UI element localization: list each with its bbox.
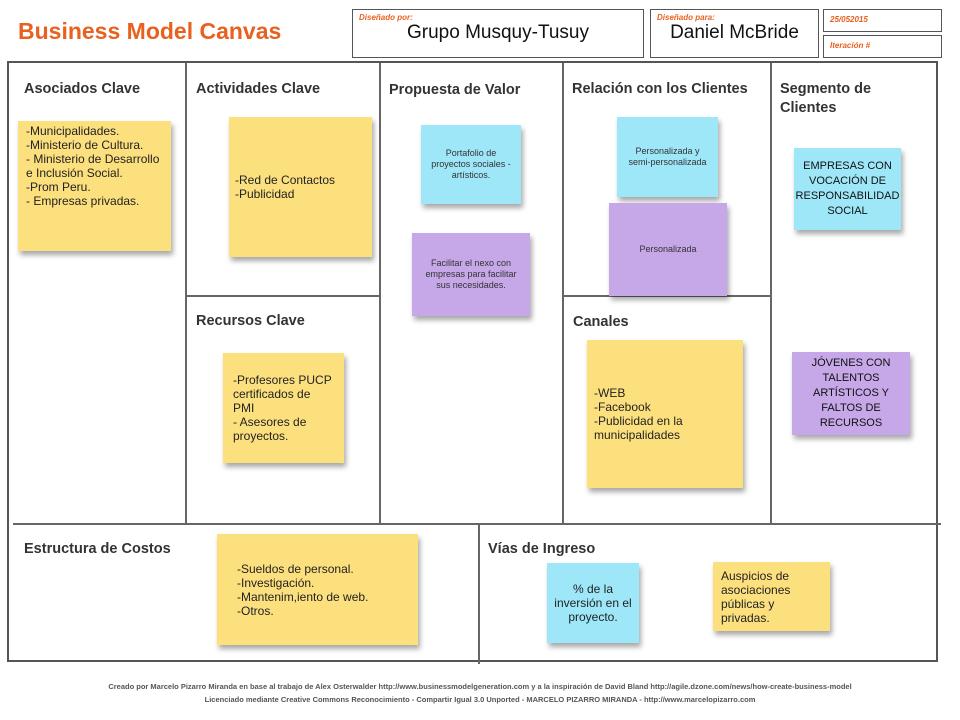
divider: [562, 63, 564, 524]
designed-for-value: Daniel McBride: [670, 22, 799, 43]
note-text: JÓVENES CON TALENTOS ARTÍSTICOS Y FALTOS…: [811, 357, 891, 429]
section-canales: Canales: [573, 314, 629, 330]
note-text: Personalizada: [639, 244, 697, 254]
footer-license: Licenciado mediante Creative Commons Rec…: [204, 695, 756, 704]
section-vias-ingreso: Vías de Ingreso: [488, 541, 596, 557]
divider: [563, 295, 771, 297]
sticky-note-ingresos-2[interactable]: Auspicios de asociaciones públicas y pri…: [713, 562, 830, 631]
divider: [185, 63, 187, 524]
section-actividades-clave: Actividades Clave: [196, 81, 321, 97]
sticky-note-segmento-2[interactable]: JÓVENES CON TALENTOS ARTÍSTICOS Y FALTOS…: [792, 352, 910, 435]
note-text: Facilitar el nexo con empresas para faci…: [425, 258, 517, 290]
designed-by-label: Diseñado por:: [359, 13, 413, 22]
section-segmento-clientes: Segmento de Clientes: [780, 81, 872, 116]
note-text: Auspicios de asociaciones públicas y pri…: [721, 568, 791, 625]
sticky-note-asociados[interactable]: -Municipalidades. -Ministerio de Cultura…: [18, 121, 171, 251]
designed-by-box[interactable]: Diseñado por: Grupo Musquy-Tusuy: [352, 9, 644, 58]
footer-credits: Creado por Marcelo Pizarro Miranda en ba…: [108, 682, 852, 691]
note-text: Personalizada y semi-personalizada: [628, 146, 707, 167]
iteration-label: Iteración #: [830, 41, 871, 50]
designed-by-value: Grupo Musquy-Tusuy: [407, 22, 589, 43]
sticky-note-costos[interactable]: -Sueldos de personal. -Investigación. -M…: [217, 534, 418, 645]
sticky-note-relacion-1[interactable]: Personalizada y semi-personalizada: [617, 117, 718, 197]
section-propuesta-de-valor: Propuesta de Valor: [389, 82, 521, 98]
section-estructura-costos: Estructura de Costos: [24, 541, 171, 557]
page-title: Business Model Canvas: [18, 18, 282, 44]
note-text: -Red de Contactos -Publicidad: [235, 173, 336, 201]
note-text: -WEB -Facebook -Publicidad en la municip…: [594, 386, 683, 442]
sticky-note-recursos[interactable]: -Profesores PUCP certificados de PMI - A…: [223, 353, 344, 463]
date-box[interactable]: 25/052015: [823, 9, 942, 32]
divider: [13, 523, 941, 525]
section-relacion-clientes: Relación con los Clientes: [572, 81, 748, 97]
designed-for-label: Diseñado para:: [657, 13, 715, 22]
note-text: -Sueldos de personal. -Investigación. -M…: [237, 561, 369, 618]
iteration-box[interactable]: Iteración #: [823, 35, 942, 58]
note-text: % de la inversión en el proyecto.: [554, 582, 632, 624]
sticky-note-relacion-2[interactable]: Personalizada: [609, 203, 727, 296]
section-asociados-clave: Asociados Clave: [24, 81, 141, 97]
designed-for-box[interactable]: Diseñado para: Daniel McBride: [650, 9, 819, 58]
sticky-note-ingresos-1[interactable]: % de la inversión en el proyecto.: [547, 563, 639, 643]
divider: [379, 63, 381, 524]
section-recursos-clave: Recursos Clave: [196, 313, 305, 329]
note-text: -Profesores PUCP certificados de PMI - A…: [233, 373, 332, 443]
sticky-note-actividades[interactable]: -Red de Contactos -Publicidad: [229, 117, 372, 257]
sticky-note-canales[interactable]: -WEB -Facebook -Publicidad en la municip…: [587, 340, 743, 488]
note-text: EMPRESAS CON VOCACIÓN DE RESPONSABILIDAD…: [795, 160, 900, 217]
divider: [478, 524, 480, 664]
divider: [186, 295, 380, 297]
sticky-note-propuesta-1[interactable]: Portafolio de proyectos sociales - artís…: [421, 125, 521, 204]
sticky-note-propuesta-2[interactable]: Facilitar el nexo con empresas para faci…: [412, 233, 530, 316]
note-text: Portafolio de proyectos sociales - artís…: [431, 148, 511, 180]
sticky-note-segmento-1[interactable]: EMPRESAS CON VOCACIÓN DE RESPONSABILIDAD…: [794, 148, 901, 230]
date-value: 25/052015: [830, 15, 868, 24]
divider: [770, 63, 772, 524]
